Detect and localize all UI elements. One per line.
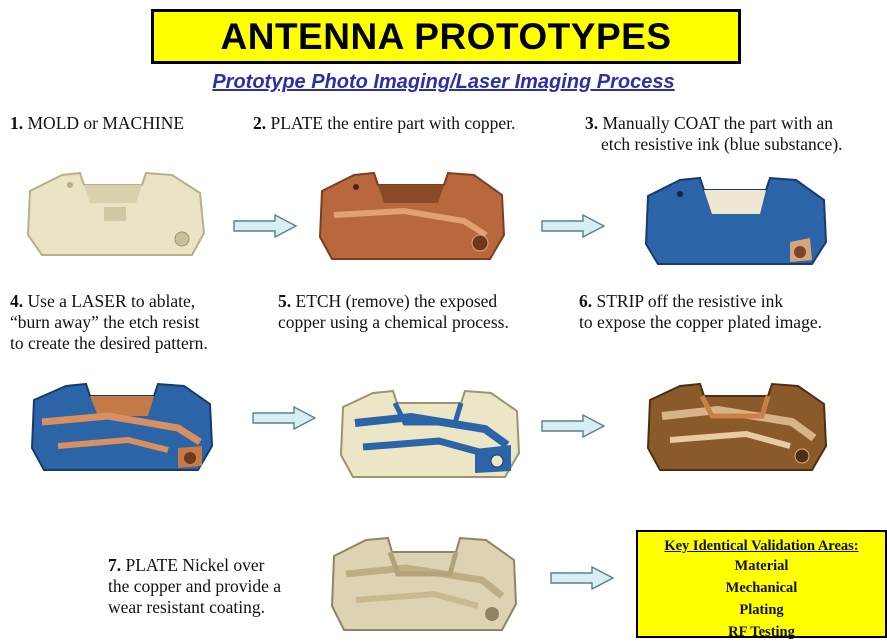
step-3-text-line2: etch resistive ink (blue substance). <box>601 134 843 155</box>
step-6-text: 6. STRIP off the resistive ink <box>579 291 783 312</box>
page-title: ANTENNA PROTOTYPES <box>221 16 672 58</box>
title-banner: ANTENNA PROTOTYPES <box>151 9 741 64</box>
molded-part-photo <box>22 163 212 263</box>
step-6-text-line2: to expose the copper plated image. <box>579 312 822 333</box>
step-7-text-line2: the copper and provide a <box>108 576 281 597</box>
step-3-text: 3. Manually COAT the part with an <box>585 113 833 134</box>
key-validation-box: Key Identical Validation Areas: Material… <box>636 530 887 638</box>
step-7-text-line3: wear resistant coating. <box>108 597 265 618</box>
key-validation-title: Key Identical Validation Areas: <box>638 538 885 555</box>
arrow-right-icon <box>233 214 297 238</box>
laser-ablated-part-photo <box>28 376 216 476</box>
blue-resist-coated-part-photo <box>640 172 830 272</box>
step-7-text: 7. PLATE Nickel over <box>108 555 265 576</box>
arrow-right-icon <box>541 414 605 438</box>
step-2-text: 2. PLATE the entire part with copper. <box>253 113 515 134</box>
stripped-copper-pattern-part-photo <box>642 376 832 476</box>
step-4-text-line3: to create the desired pattern. <box>10 333 208 354</box>
page-subtitle: Prototype Photo Imaging/Laser Imaging Pr… <box>0 71 887 94</box>
step-5-text-line2: copper using a chemical process. <box>278 312 509 333</box>
key-item-rf-testing: RF Testing <box>638 621 885 643</box>
step-4-text: 4. Use a LASER to ablate, <box>10 291 195 312</box>
key-item-material: Material <box>638 555 885 577</box>
arrow-right-icon <box>252 406 316 430</box>
step-4-text-line2: “burn away” the etch resist <box>10 312 200 333</box>
step-5-text: 5. ETCH (remove) the exposed <box>278 291 497 312</box>
arrow-right-icon <box>550 566 614 590</box>
key-item-plating: Plating <box>638 599 885 621</box>
copper-plated-part-photo <box>314 165 510 265</box>
nickel-plated-part-photo <box>326 532 522 636</box>
arrow-right-icon <box>541 214 605 238</box>
etched-part-photo <box>335 383 525 483</box>
key-item-mechanical: Mechanical <box>638 577 885 599</box>
step-1-text: 1. MOLD or MACHINE <box>10 113 184 134</box>
